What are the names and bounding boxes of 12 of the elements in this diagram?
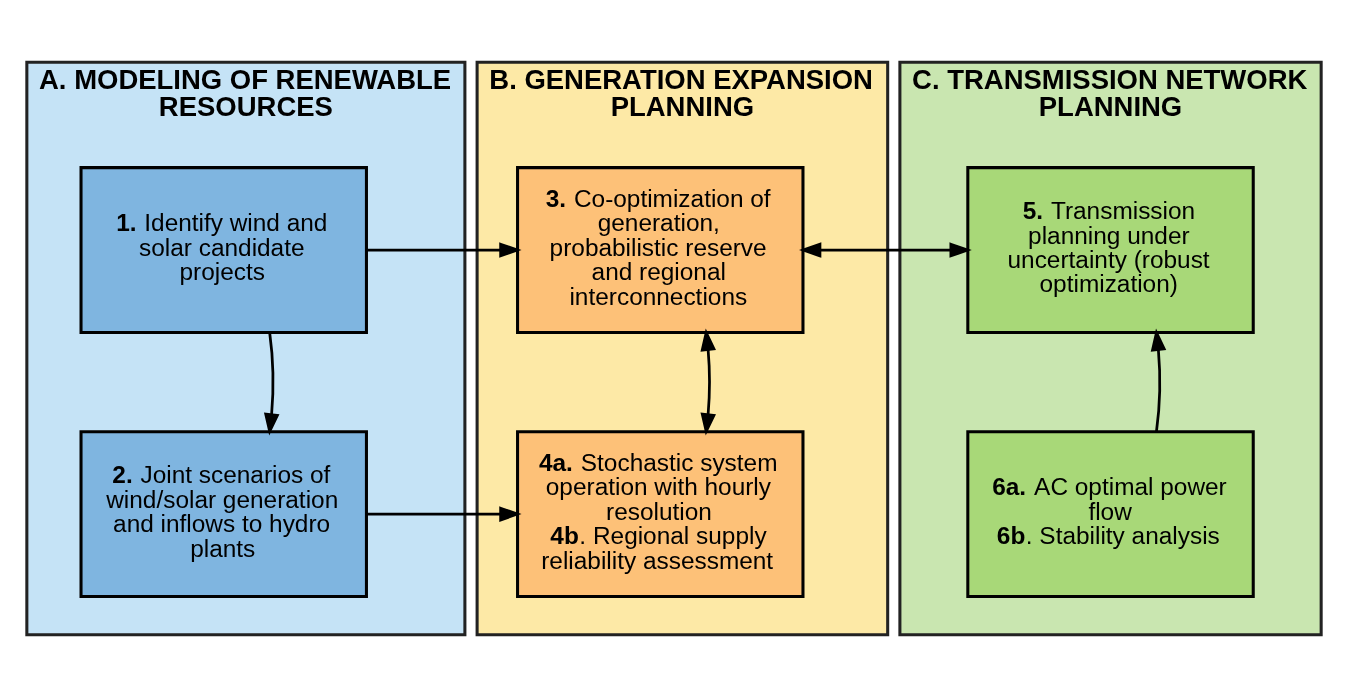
node-box: 1. Identify wind and solar candidate projects — [79, 166, 368, 334]
arrow — [366, 242, 522, 258]
arrow — [263, 332, 280, 436]
arrow — [366, 506, 522, 522]
node-box: 5. Transmission planning under uncertainty (robust optimization) — [966, 166, 1255, 334]
node-box: 6a. AC optimal power flow 6b. Stability analysis — [966, 430, 1255, 599]
arrow — [700, 328, 716, 436]
node-box: 3. Co-optimization of generation, probabilistic reserve and regional interconnections — [516, 166, 805, 334]
node-box: 2. Joint scenarios of wind/solar generation and inflows to hydro plants — [79, 430, 368, 599]
arrow — [799, 242, 972, 258]
arrow — [1150, 328, 1167, 432]
node-box: 4a. Stochastic system operation with hourly resolution 4b. Regional supply reliability assessment — [516, 430, 805, 599]
